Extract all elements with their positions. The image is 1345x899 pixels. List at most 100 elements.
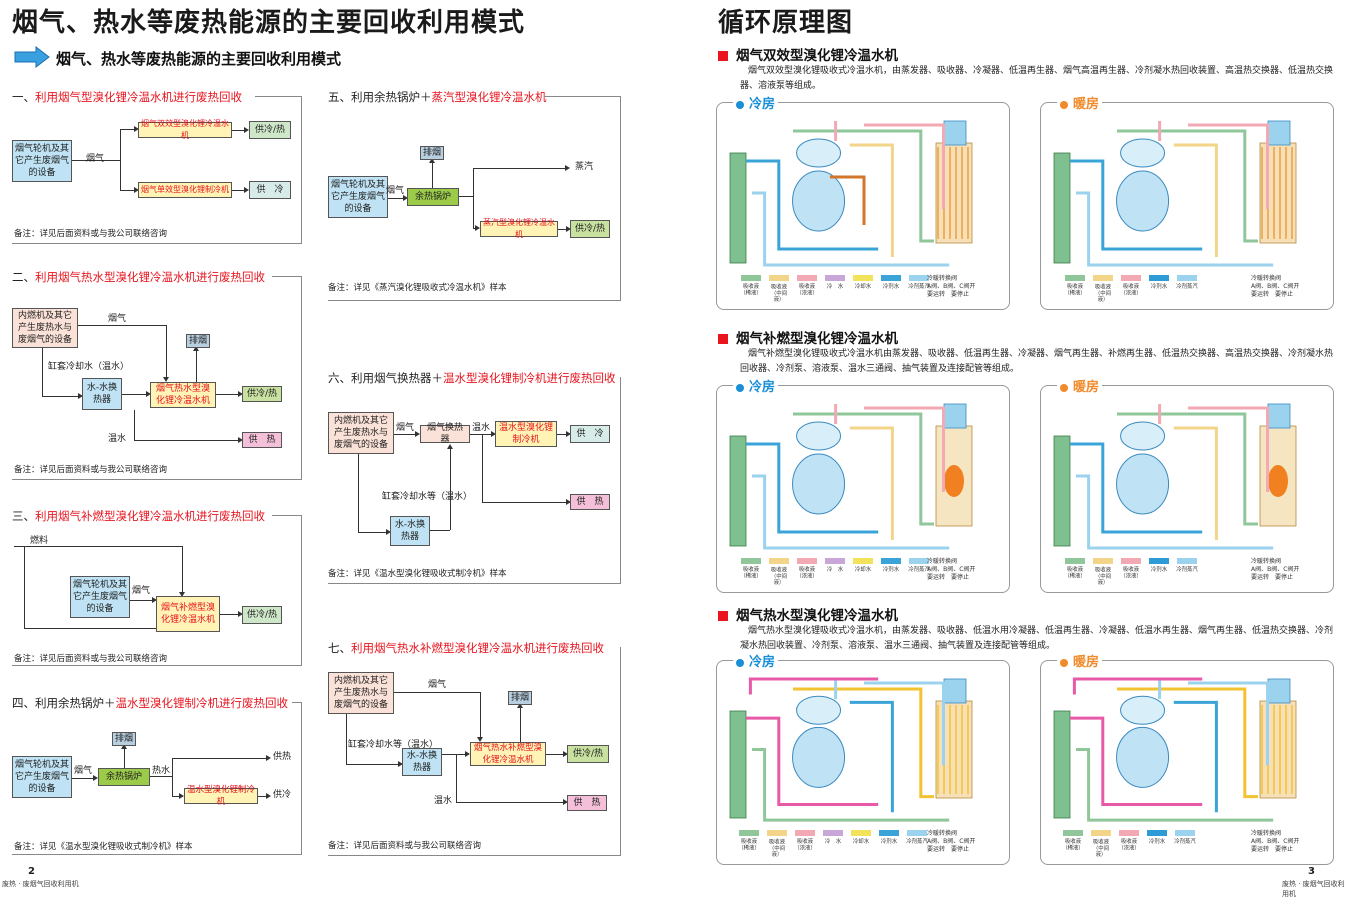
section2-heading: 二、利用烟气热水型溴化锂冷温水机进行废热回收 — [12, 270, 265, 284]
legend-item: 吸收液（中间液） — [1091, 275, 1115, 304]
s6-output2-box: 供 热 — [570, 494, 610, 510]
legend-swatch — [1177, 558, 1197, 564]
legend-swatch — [1121, 275, 1141, 281]
s1-note: 备注：详见后面资料或与我公司联络咨询 — [14, 229, 168, 239]
bullet-icon — [1060, 383, 1068, 392]
legend-item: 吸收液（中间液） — [1091, 558, 1115, 587]
s4-hot-label: 热水 — [152, 766, 171, 776]
s7-output1-box: 供冷/热 — [567, 745, 609, 763]
legend-swatch — [909, 558, 929, 564]
arrow-icon — [14, 45, 50, 69]
legend-item: 吸收液（稀液） — [1061, 830, 1085, 859]
s3-source-box: 烟气轮机及其它产生废烟气的设备 — [70, 576, 130, 618]
s6-cool-label: 缸套冷却水等（温水） — [382, 492, 473, 502]
legend-swatch — [769, 275, 789, 281]
machine3-desc: 烟气热水型溴化锂吸收式冷温水机，由蒸发器、吸收器、低温水用冷凝器、低温再生器、冷… — [740, 626, 1334, 651]
s4-cool-label: 供冷 — [273, 790, 292, 800]
s2-output2-box: 供 热 — [242, 432, 282, 448]
cool-title: 冷房 — [733, 376, 779, 395]
s7-machine-box: 烟气热水补燃型溴化锂冷温水机 — [470, 742, 546, 766]
legend-item: 吸收液（稀液） — [737, 830, 761, 859]
legend-item: 冷剂水 — [1145, 830, 1169, 859]
s7-cool-label: 缸套冷却水等（温水） — [348, 740, 439, 750]
s1-output1-box: 供冷/热 — [249, 121, 291, 139]
legend-item: 冷剂水 — [877, 830, 901, 859]
heat-title: 暖房 — [1057, 93, 1103, 112]
s5-output-box: 供冷/热 — [570, 220, 610, 238]
s6-gas-label: 烟气 — [396, 423, 415, 433]
s3-output-box: 供冷/热 — [242, 606, 282, 624]
machine1-desc: 烟气双效型溴化锂吸收式冷温水机，由蒸发器、吸收器、冷凝器、低温再生器、烟气高温再… — [740, 66, 1334, 91]
legend: 吸收液（稀液）吸收液（中间液）吸收液（浓液）冷 水冷却水冷剂水冷剂蒸汽 — [737, 830, 929, 859]
legend-item: 冷剂蒸汽 — [1175, 275, 1199, 304]
schematic-diagram — [729, 677, 973, 822]
machine2-desc: 烟气补燃型溴化锂吸收式冷温水机由蒸发器、吸收器、低温再生器、冷凝器、烟气再生器、… — [740, 349, 1334, 374]
legend-item: 冷剂蒸汽 — [1175, 558, 1199, 587]
s1-gas-label: 烟气 — [86, 154, 105, 164]
schematic-diagram — [1053, 403, 1297, 550]
legend-item: 吸收液（稀液） — [1063, 558, 1087, 587]
s7-source-box: 内燃机及其它产生废热水与废烟气的设备 — [328, 672, 394, 714]
s5-gas-label: 烟气 — [386, 186, 405, 196]
left-subtitle: 烟气、热水等废热能源的主要回收利用模式 — [56, 50, 342, 68]
s4-boiler-box: 余热锅炉 — [98, 768, 150, 786]
legend-item: 冷却水 — [851, 275, 875, 304]
s4-source-box: 烟气轮机及其它产生废烟气的设备 — [12, 756, 72, 798]
s5-steam-label: 蒸汽 — [575, 162, 594, 172]
legend-swatch — [1177, 275, 1197, 281]
circulation-panel-1-cool: 冷房吸收液（稀液）吸收液（中间液）吸收液（浓液）冷 水冷却水冷剂水冷剂蒸汽冷暖转… — [716, 93, 1010, 310]
s7-gas-label: 烟气 — [428, 680, 447, 690]
s2-hx-box: 水-水换热器 — [82, 378, 122, 410]
bullet-icon — [1060, 100, 1068, 109]
legend-swatch — [1063, 830, 1083, 836]
legend-item: 冷剂水 — [879, 275, 903, 304]
legend-swatch — [1175, 830, 1195, 836]
legend-swatch — [907, 830, 927, 836]
schematic-diagram — [729, 120, 973, 267]
s5-exhaust-box: 排烟 — [420, 146, 444, 160]
legend-swatch — [1091, 830, 1111, 836]
legend-item: 吸收液（稀液） — [739, 275, 763, 304]
legend-item: 吸收液（中间液） — [767, 275, 791, 304]
s7-note: 备注：详见后面资料或与我公司联络咨询 — [328, 841, 482, 851]
legend-item: 吸收液（浓液） — [793, 830, 817, 859]
legend-swatch — [825, 558, 845, 564]
legend-item: 吸收液（稀液） — [739, 558, 763, 587]
legend: 吸收液（稀液）吸收液（中间液）吸收液（浓液）冷剂水冷剂蒸汽 — [1063, 275, 1199, 304]
circulation-panel-2-cool: 冷房吸收液（稀液）吸收液（中间液）吸收液（浓液）冷 水冷却水冷剂水冷剂蒸汽冷暖转… — [716, 376, 1010, 593]
legend-swatch — [739, 830, 759, 836]
legend: 吸收液（稀液）吸收液（中间液）吸收液（浓液）冷 水冷却水冷剂水冷剂蒸汽 — [739, 275, 931, 304]
bullet-icon — [736, 100, 744, 109]
section7-heading: 七、利用烟气热水补燃型溴化锂冷温水机进行废热回收 — [328, 641, 604, 655]
legend: 吸收液（稀液）吸收液（中间液）吸收液（浓液）冷剂水冷剂蒸汽 — [1061, 830, 1197, 859]
legend-item: 吸收液（中间液） — [765, 830, 789, 859]
left-page-title: 烟气、热水等废热能源的主要回收利用模式 — [12, 8, 526, 38]
s5-source-box: 烟气轮机及其它产生废烟气的设备 — [328, 176, 388, 218]
legend-swatch — [879, 830, 899, 836]
legend-swatch — [881, 558, 901, 564]
s7-output2-box: 供 热 — [567, 795, 607, 811]
legend-swatch — [1147, 830, 1167, 836]
legend-item: 冷 水 — [823, 558, 847, 587]
machine2-title: 烟气补燃型溴化锂冷温水机 — [718, 327, 898, 347]
s7-exhaust-box: 排烟 — [508, 691, 532, 705]
bullet-icon — [736, 383, 744, 392]
legend-item: 冷剂蒸汽 — [907, 275, 931, 304]
legend-item: 吸收液（浓液） — [1117, 830, 1141, 859]
legend-swatch — [797, 558, 817, 564]
s2-machine-box: 烟气热水型溴化锂冷温水机 — [150, 382, 216, 408]
s4-note: 备注：详见《温水型溴化锂吸收式制冷机》样本 — [14, 842, 193, 852]
legend-swatch — [853, 558, 873, 564]
machine3-title: 烟气热水型溴化锂冷温水机 — [718, 604, 898, 624]
legend-swatch — [797, 275, 817, 281]
legend-swatch — [1149, 558, 1169, 564]
legend-item: 吸收液（稀液） — [1063, 275, 1087, 304]
s4-exhaust-box: 排烟 — [112, 732, 136, 746]
s3-gas-label: 烟气 — [132, 586, 151, 596]
legend: 吸收液（稀液）吸收液（中间液）吸收液（浓液）冷剂水冷剂蒸汽 — [1063, 558, 1199, 587]
